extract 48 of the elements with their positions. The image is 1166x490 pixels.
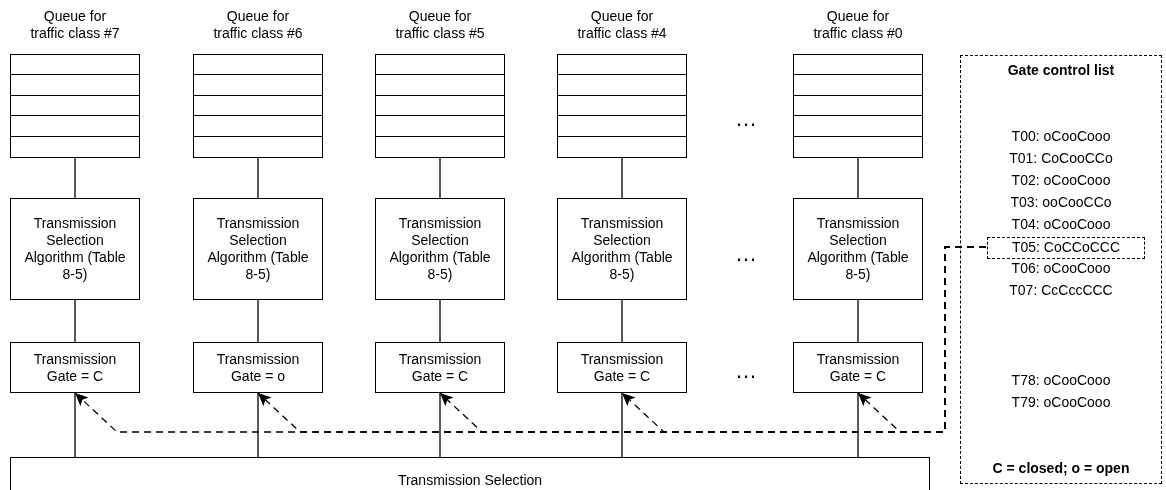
queue-heading: Queue for traffic class #6 [212, 8, 304, 42]
schedule-entry: T00: oCooCooo [1010, 128, 1112, 145]
schedule-entry: T03: ooCooCCo [1009, 194, 1113, 211]
connector-line [257, 157, 259, 199]
queue-heading: Queue for traffic class #0 [812, 8, 904, 42]
ellipsis: … [735, 243, 759, 265]
process-box: Transmission Gate = C [375, 342, 505, 393]
schedule-entry: T06: oCooCooo [1010, 260, 1112, 277]
process-box: Transmission Selection Algorithm (Table 8-5) [375, 198, 505, 300]
schedule-entry: T07: CcCccCCC [1008, 282, 1114, 299]
connector-line [439, 157, 441, 199]
connector-line [257, 392, 259, 458]
process-box: Transmission Selection [10, 457, 930, 490]
schedule-entry: T01: CoCooCCo [1008, 150, 1114, 167]
schedule-entry: T04: oCooCooo [1010, 216, 1112, 233]
legend-note: C = closed; o = open [991, 460, 1131, 477]
connector-line [621, 299, 623, 343]
process-box: Transmission Selection Algorithm (Table 8-5) [793, 198, 923, 300]
process-box: Transmission Selection Algorithm (Table 8-5) [10, 198, 140, 300]
process-box: Transmission Selection Algorithm (Table 8-5) [193, 198, 323, 300]
queue-heading: Queue for traffic class #5 [394, 8, 486, 42]
connector-line [257, 299, 259, 343]
schedule-entry: T79: oCooCooo [1010, 394, 1112, 411]
connector-line [439, 392, 441, 458]
dashed-arrow [857, 246, 987, 433]
connector-line [621, 392, 623, 458]
connector-line [857, 392, 859, 458]
process-box: Transmission Gate = C [557, 342, 687, 393]
schedule-entry: T02: oCooCooo [1010, 172, 1112, 189]
schedule-entry: T05: CoCCoCCC [987, 237, 1145, 259]
connector-line [857, 157, 859, 199]
process-box: Transmission Gate = o [193, 342, 323, 393]
list-title: Gate control list [1006, 62, 1116, 79]
connector-line [74, 392, 76, 458]
schedule-entry: T78: oCooCooo [1010, 372, 1112, 389]
queue-heading: Queue for traffic class #4 [576, 8, 668, 42]
connector-line [74, 157, 76, 199]
connector-line [439, 299, 441, 343]
dashed-panel [960, 55, 1162, 484]
connector-line [857, 299, 859, 343]
connector-line [621, 157, 623, 199]
ellipsis: … [735, 108, 759, 130]
ellipsis: … [735, 360, 759, 382]
process-box: Transmission Gate = C [793, 342, 923, 393]
queue-heading: Queue for traffic class #7 [29, 8, 121, 42]
connector-line [74, 299, 76, 343]
process-box: Transmission Selection Algorithm (Table 8-5) [557, 198, 687, 300]
process-box: Transmission Gate = C [10, 342, 140, 393]
